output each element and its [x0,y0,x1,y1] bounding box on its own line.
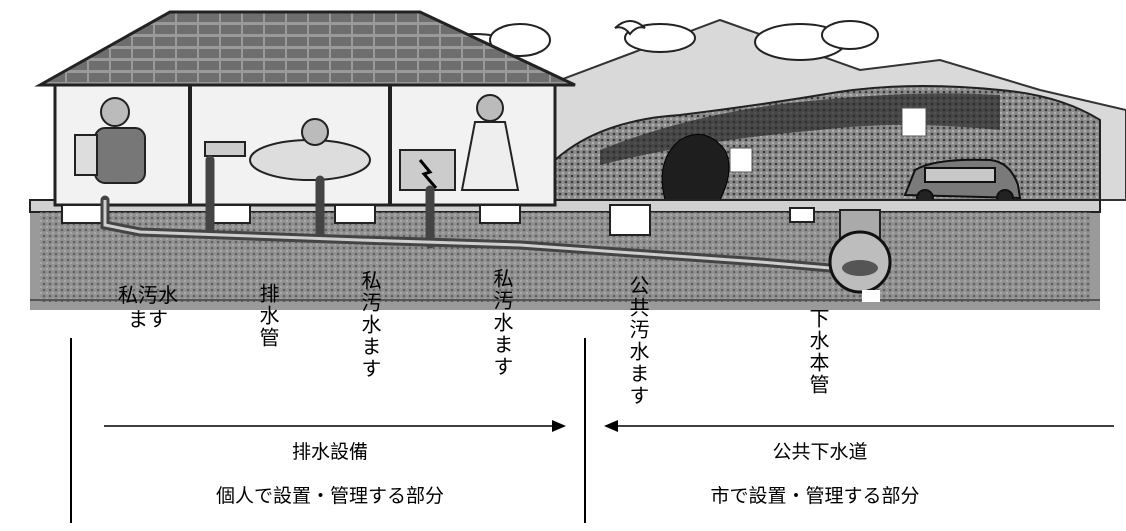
left-arrow-head [552,420,566,432]
ground [29,199,1101,310]
center-divider [584,338,586,523]
house [34,10,576,207]
sewer-illustration [29,10,1126,310]
left-section-title: 排水設備 [291,441,368,463]
right-section-desc: 市で設置・管理する部分 [710,485,920,507]
drain-pipes-highlight [103,200,831,270]
label-private-basin-3: 私汚水ます [490,268,514,378]
manhole [789,207,892,302]
label-drain-pipe: 排水管 [256,283,280,349]
label-private-basin-1: 私汚水ます [118,283,178,331]
label-sewer-main: 下水本管 [806,308,830,396]
section-arrows [104,420,1114,432]
left-divider [70,338,72,523]
left-section-desc: 個人で設置・管理する部分 [215,485,444,507]
label-public-basin: 公共汚水ます [626,275,650,407]
right-arrow-head [604,420,618,432]
bird-icon [614,20,646,36]
car [903,158,1022,207]
label-private-basin-2: 私汚水ます [358,270,382,380]
right-section-title: 公共下水道 [772,441,868,463]
bush [661,133,730,201]
